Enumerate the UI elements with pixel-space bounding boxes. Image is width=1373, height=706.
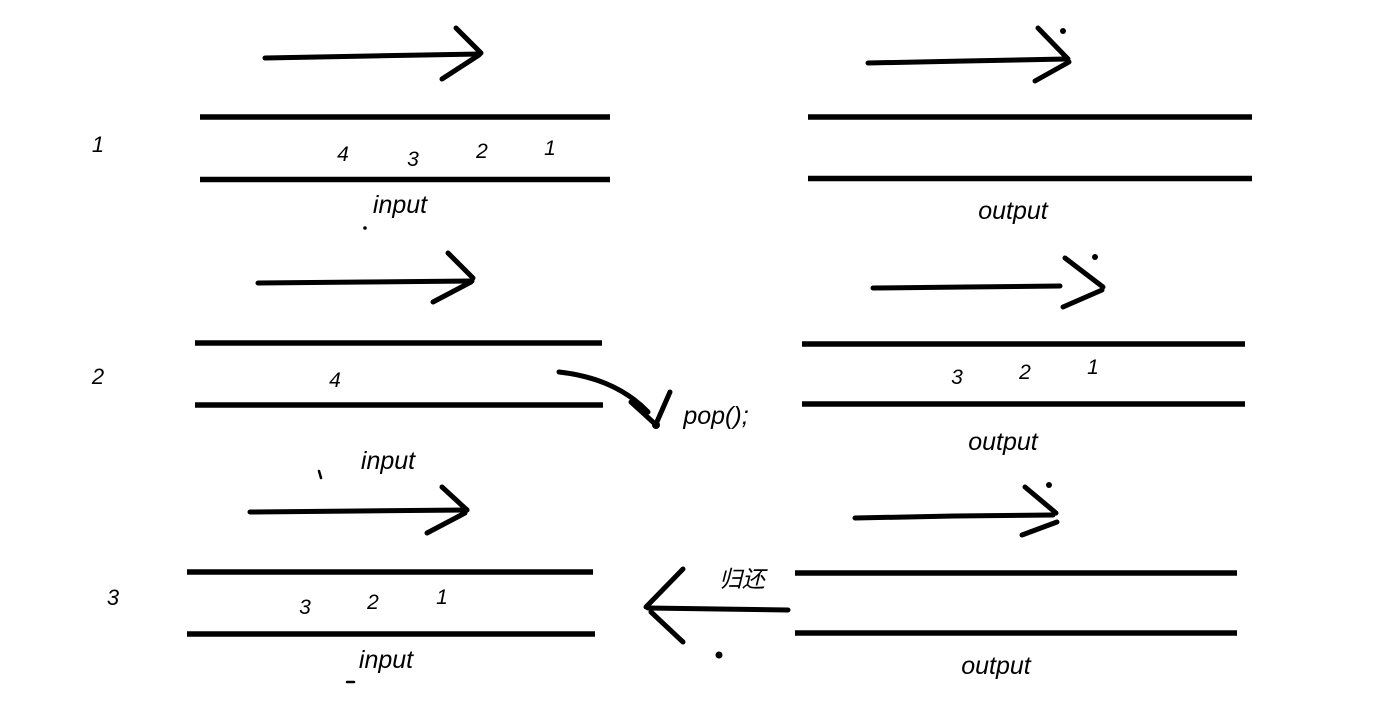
step3-input-track: [187, 569, 595, 637]
arrowhead-lower: [424, 510, 468, 536]
arrowhead-right: [653, 389, 673, 427]
arrowhead-lower: [1032, 59, 1072, 84]
return-annotation: 归还: [719, 566, 765, 592]
step1-input-item: 4: [337, 143, 349, 166]
arrowhead-upper: [453, 25, 484, 56]
arrowhead-lower: [1019, 519, 1060, 538]
step3-input-item: 3: [299, 596, 311, 619]
arrow-shaft: [255, 278, 475, 286]
step2-output-item: 1: [1087, 356, 1099, 379]
ink-dot: [715, 651, 723, 659]
arrow-shaft: [645, 605, 791, 613]
ink-dot: [1046, 482, 1052, 488]
arrowhead-left: [628, 399, 657, 426]
step1-input-caption: input: [372, 191, 428, 219]
step2-input-item: 4: [329, 369, 341, 392]
step1-graphics: [200, 25, 1252, 230]
arrow-shaft: [262, 51, 483, 61]
step2-output-caption: output: [968, 428, 1038, 456]
arrowhead-lower: [1060, 287, 1105, 310]
curved-shaft: [556, 369, 651, 415]
step1-input-item: 3: [407, 148, 419, 171]
step3-input-caption: input: [358, 646, 414, 674]
arrowhead-upper: [439, 484, 470, 513]
step1-output-direction-arrow-icon: [865, 25, 1072, 84]
step1-input-item: 2: [476, 140, 488, 163]
ink-dot: [652, 421, 660, 429]
step3-graphics: [187, 482, 1237, 684]
arrowhead-upper: [1022, 484, 1059, 516]
step3-input-item: 2: [367, 591, 379, 614]
ink-dot: [1060, 28, 1066, 34]
pop-annotation: pop();: [683, 402, 749, 430]
step1-output-track: [808, 114, 1252, 182]
arrow-shaft: [870, 283, 1063, 291]
step1-input-direction-arrow-icon: [262, 25, 484, 82]
step3-number: 3: [106, 585, 120, 610]
step3-output-caption: output: [961, 652, 1031, 680]
step3-output-direction-arrow-icon: [852, 482, 1060, 538]
step2-number: 2: [91, 364, 105, 389]
arrow-shaft: [852, 512, 1056, 521]
stray-ink-mark: [317, 469, 323, 480]
step3-input-direction-arrow-icon: [247, 484, 470, 536]
step2-output-item: 2: [1019, 361, 1031, 384]
step3-input-item: 1: [436, 586, 448, 609]
step1-number: 1: [91, 132, 105, 157]
arrowhead-upper: [445, 250, 476, 281]
step2-output-direction-arrow-icon: [870, 254, 1106, 310]
arrowhead-upper: [1035, 25, 1071, 62]
step2-output-item: 3: [951, 366, 963, 389]
step3-output-track: [795, 570, 1237, 636]
arrowhead-lower: [430, 279, 474, 305]
return-left-arrow-icon: [643, 566, 791, 659]
step1-output-caption: output: [978, 197, 1048, 225]
pop-curved-arrow-icon: [556, 369, 673, 429]
arrowhead-lower: [439, 52, 482, 82]
arrowhead-lower: [648, 609, 686, 645]
arrowhead-upper: [643, 566, 686, 610]
stray-ink-dot: [363, 226, 367, 230]
step2-output-track: [802, 341, 1245, 407]
step2-input-track: [195, 340, 603, 408]
arrowhead-upper: [1062, 255, 1106, 290]
ink-dot: [1092, 254, 1098, 260]
arrow-shaft: [247, 507, 470, 515]
step1-input-track: [200, 114, 610, 183]
step2-input-caption: input: [360, 447, 416, 475]
step2-input-direction-arrow-icon: [255, 250, 476, 305]
step2-graphics: [195, 250, 1245, 480]
arrow-shaft: [865, 56, 1069, 66]
step1-input-item: 1: [544, 137, 556, 160]
